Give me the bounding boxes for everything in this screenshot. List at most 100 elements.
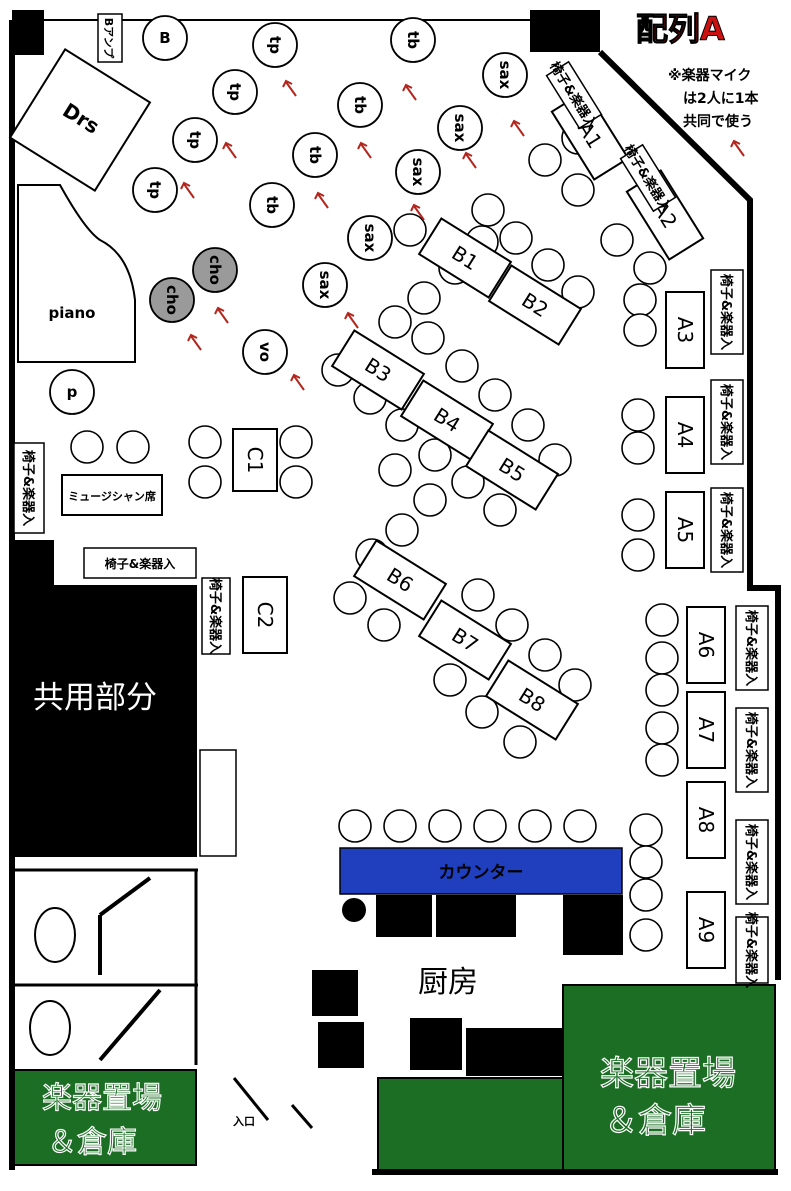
table-b5[interactable]: B5 (464, 429, 560, 511)
guest-seat[interactable] (428, 809, 462, 843)
guest-seat[interactable] (188, 465, 222, 499)
guest-seat[interactable] (561, 173, 595, 207)
guest-seat[interactable] (483, 493, 517, 527)
sax-position-label: sax (451, 114, 469, 143)
trombone-position-label: tb (351, 96, 369, 114)
chair-instrument-box: 椅子&楽器入 (13, 442, 45, 534)
guest-seat[interactable] (528, 638, 562, 672)
guest-seat[interactable] (531, 248, 565, 282)
guest-seat[interactable] (629, 878, 663, 912)
sax-position: sax (347, 215, 393, 261)
shared-cabinet (199, 749, 237, 857)
guest-seat[interactable] (411, 321, 445, 355)
chair-instrument-label: 椅子&楽器入 (718, 492, 734, 568)
table-b7[interactable]: B7 (417, 599, 513, 681)
chair-instrument-box: 椅子&楽器入 (735, 605, 769, 691)
table-a8[interactable]: A8 (686, 781, 726, 859)
table-a9[interactable]: A9 (686, 891, 726, 969)
guest-seat[interactable] (600, 223, 634, 257)
table-b2[interactable]: B2 (487, 264, 583, 346)
guest-seat[interactable] (623, 283, 657, 317)
guest-seat[interactable] (367, 608, 401, 642)
guest-seat[interactable] (528, 143, 562, 177)
guest-seat[interactable] (563, 809, 597, 843)
guest-seat[interactable] (645, 673, 679, 707)
guest-seat[interactable] (621, 398, 655, 432)
table-a3[interactable]: A3 (665, 291, 705, 369)
guest-seat[interactable] (629, 813, 663, 847)
table-a5[interactable]: A5 (665, 491, 705, 569)
guest-seat[interactable] (473, 809, 507, 843)
guest-seat[interactable] (378, 453, 412, 487)
direction-arrow (402, 83, 417, 101)
bass-amp-label: Bアンプ (102, 18, 116, 60)
guest-seat[interactable] (70, 430, 104, 464)
table-b4[interactable]: B4 (399, 379, 495, 461)
chair-instrument-label: 椅子&楽器入 (20, 450, 36, 526)
guest-seat[interactable] (465, 695, 499, 729)
guest-seat[interactable] (378, 305, 412, 339)
guest-seat[interactable] (495, 608, 529, 642)
guest-seat[interactable] (407, 281, 441, 315)
direction-arrow (730, 139, 745, 157)
guest-seat[interactable] (188, 425, 222, 459)
guest-seat[interactable] (621, 538, 655, 572)
piano-label: piano (49, 304, 96, 322)
sax-position: sax (482, 52, 528, 98)
table-a4[interactable]: A4 (665, 396, 705, 474)
entrance-label: 入口 (233, 1115, 255, 1128)
guest-seat[interactable] (645, 603, 679, 637)
table-c1[interactable]: C1 (232, 428, 278, 492)
guest-seat[interactable] (433, 663, 467, 697)
guest-seat[interactable] (461, 578, 495, 612)
toilet-2 (29, 1000, 71, 1056)
guest-seat[interactable] (633, 251, 667, 285)
guest-seat[interactable] (518, 809, 552, 843)
guest-seat[interactable] (623, 313, 657, 347)
trumpet-position: tp (212, 69, 258, 115)
chair-instrument-box: 椅子&楽器入 (735, 912, 769, 988)
guest-seat[interactable] (383, 809, 417, 843)
guest-seat[interactable] (338, 809, 372, 843)
trumpet-position: tp (172, 117, 218, 163)
guest-seat[interactable] (645, 743, 679, 777)
table-label: C1 (243, 447, 267, 474)
table-b8[interactable]: B8 (484, 659, 580, 741)
guest-seat[interactable] (503, 725, 537, 759)
storage-right-line1: 楽器置場 (600, 1054, 736, 1094)
table-b3[interactable]: B3 (330, 329, 426, 411)
guest-seat[interactable] (478, 378, 512, 412)
table-b6[interactable]: B6 (352, 539, 448, 621)
guest-seat[interactable] (279, 425, 313, 459)
guest-seat[interactable] (621, 431, 655, 465)
guest-seat[interactable] (413, 483, 447, 517)
guest-seat[interactable] (393, 213, 427, 247)
note-line-3: 共同で使う (683, 113, 753, 130)
table-c2[interactable]: C2 (242, 576, 288, 654)
table-label: A5 (673, 517, 697, 543)
table-b1[interactable]: B1 (417, 217, 513, 299)
guest-seat[interactable] (629, 918, 663, 952)
guest-seat[interactable] (499, 221, 533, 255)
table-a6[interactable]: A6 (686, 606, 726, 684)
guest-seat[interactable] (385, 513, 419, 547)
guest-seat[interactable] (333, 581, 367, 615)
guest-seat[interactable] (629, 845, 663, 879)
trumpet-position: tp (132, 167, 178, 213)
guest-seat[interactable] (471, 193, 505, 227)
guest-seat[interactable] (116, 430, 150, 464)
guest-seat[interactable] (511, 408, 545, 442)
guest-seat[interactable] (645, 711, 679, 745)
trumpet-position-label: tp (226, 83, 244, 101)
guest-seat[interactable] (279, 465, 313, 499)
guest-seat[interactable] (621, 498, 655, 532)
arrows (180, 79, 745, 391)
table-label: A9 (694, 917, 718, 943)
note-line-2: は2人に1本 (683, 90, 759, 107)
guest-seat[interactable] (445, 349, 479, 383)
guest-seat[interactable] (645, 641, 679, 675)
chair-instrument-label: 椅子&楽器入 (743, 824, 759, 900)
guest-seat[interactable] (418, 438, 452, 472)
table-a7[interactable]: A7 (686, 691, 726, 769)
